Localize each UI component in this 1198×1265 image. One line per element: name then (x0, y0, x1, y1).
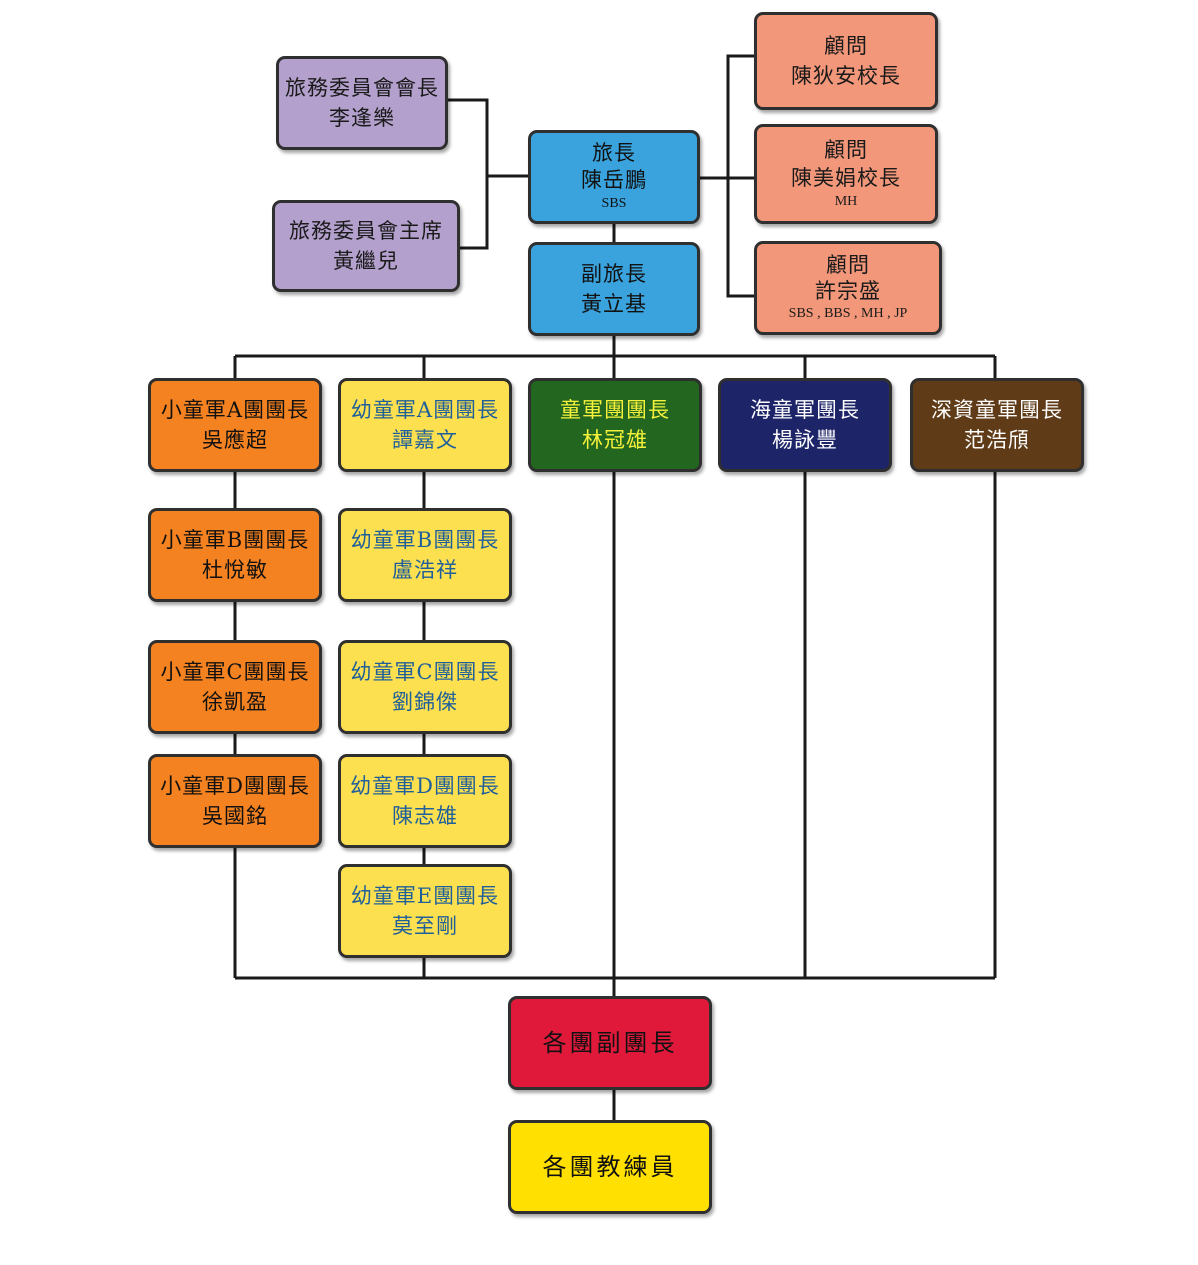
assistant-leaders-label: 各團副團長 (542, 1029, 678, 1057)
scout-title: 童軍團團長 (560, 398, 670, 422)
committee-chair-title: 旅務委員會主席 (289, 219, 443, 243)
group-leader-honour: SBS (601, 196, 627, 211)
committee-council-chair-name: 李逢樂 (329, 106, 395, 130)
brownie-e-name: 莫至剛 (392, 914, 458, 938)
advisor-2-name: 陳美娟校長 (791, 166, 901, 190)
cub-d-name: 吳國銘 (202, 804, 268, 828)
advisor-2-title: 顧問 (824, 138, 868, 162)
instructors-box: 各團教練員 (508, 1120, 712, 1214)
cub-c-leader-box: 小童軍C團團長 徐凱盈 (148, 640, 322, 734)
group-leader-title: 旅長 (592, 141, 636, 165)
advisor-2-honour: MH (834, 194, 858, 209)
brownie-a-name: 譚嘉文 (392, 428, 458, 452)
scout-leader-box: 童軍團團長 林冠雄 (528, 378, 702, 472)
advisor-1-name: 陳狄安校長 (791, 64, 901, 88)
cub-d-leader-box: 小童軍D團團長 吳國銘 (148, 754, 322, 848)
advisor-1-box: 顧問 陳狄安校長 (754, 12, 938, 110)
committee-council-chair-title: 旅務委員會會長 (285, 76, 439, 100)
deputy-group-leader-box: 副旅長 黃立基 (528, 242, 700, 336)
brownie-e-title: 幼童軍E團團長 (350, 884, 500, 908)
instructors-label: 各團教練員 (542, 1153, 678, 1181)
cub-c-name: 徐凱盈 (202, 690, 268, 714)
brownie-c-name: 劉錦傑 (392, 690, 458, 714)
cub-b-name: 杜悅敏 (202, 558, 268, 582)
brownie-b-leader-box: 幼童軍B團團長 盧浩祥 (338, 508, 512, 602)
cub-c-title: 小童軍C團團長 (160, 660, 310, 684)
brownie-a-title: 幼童軍A團團長 (350, 398, 500, 422)
sea-scout-name: 楊詠豐 (772, 428, 838, 452)
brownie-d-name: 陳志雄 (392, 804, 458, 828)
advisor-2-box: 顧問 陳美娟校長 MH (754, 124, 938, 224)
sea-scout-title: 海童軍團長 (750, 398, 860, 422)
brownie-d-title: 幼童軍D團團長 (350, 774, 500, 798)
committee-council-chair-box: 旅務委員會會長 李逢樂 (276, 56, 448, 150)
brownie-c-title: 幼童軍C團團長 (350, 660, 500, 684)
advisor-1-title: 顧問 (824, 34, 868, 58)
brownie-e-leader-box: 幼童軍E團團長 莫至剛 (338, 864, 512, 958)
brownie-b-name: 盧浩祥 (392, 558, 458, 582)
deputy-group-leader-name: 黃立基 (581, 292, 647, 316)
committee-chair-box: 旅務委員會主席 黃繼兒 (272, 200, 460, 292)
cub-b-title: 小童軍B團團長 (160, 528, 310, 552)
brownie-d-leader-box: 幼童軍D團團長 陳志雄 (338, 754, 512, 848)
cub-a-leader-box: 小童軍A團團長 吳應超 (148, 378, 322, 472)
brownie-c-leader-box: 幼童軍C團團長 劉錦傑 (338, 640, 512, 734)
committee-chair-name: 黃繼兒 (333, 249, 399, 273)
advisor-3-name: 許宗盛 (815, 279, 881, 303)
cub-d-title: 小童軍D團團長 (160, 774, 310, 798)
advisor-3-box: 顧問 許宗盛 SBS , BBS , MH , JP (754, 241, 942, 335)
cub-a-name: 吳應超 (202, 428, 268, 452)
assistant-leaders-box: 各團副團長 (508, 996, 712, 1090)
advisor-3-honours: SBS , BBS , MH , JP (788, 306, 908, 321)
group-leader-box: 旅長 陳岳鵬 SBS (528, 130, 700, 224)
sea-scout-leader-box: 海童軍團長 楊詠豐 (718, 378, 892, 472)
venture-scout-title: 深資童軍團長 (931, 398, 1063, 422)
deputy-group-leader-title: 副旅長 (581, 262, 647, 286)
venture-scout-leader-box: 深資童軍團長 范浩頎 (910, 378, 1084, 472)
brownie-b-title: 幼童軍B團團長 (350, 528, 500, 552)
brownie-a-leader-box: 幼童軍A團團長 譚嘉文 (338, 378, 512, 472)
scout-name: 林冠雄 (582, 428, 648, 452)
cub-a-title: 小童軍A團團長 (160, 398, 310, 422)
cub-b-leader-box: 小童軍B團團長 杜悅敏 (148, 508, 322, 602)
advisor-3-title: 顧問 (826, 253, 870, 277)
group-leader-name: 陳岳鵬 (581, 168, 647, 192)
venture-scout-name: 范浩頎 (964, 428, 1030, 452)
